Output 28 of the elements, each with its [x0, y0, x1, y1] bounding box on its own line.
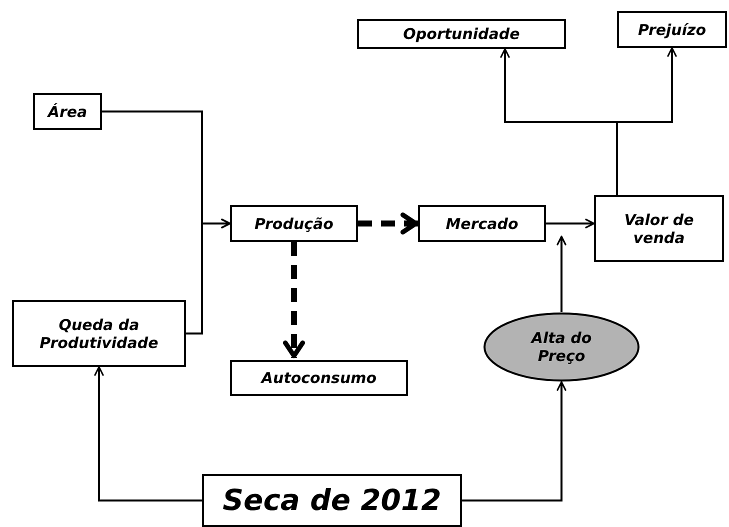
process-box — [357, 19, 566, 49]
node-label: Autoconsumo — [261, 369, 377, 387]
node-label: Prejuízo — [638, 20, 706, 38]
node-label: Mercado — [446, 214, 518, 232]
node-label: Alta do Preço — [530, 329, 593, 365]
process-box — [230, 360, 408, 396]
process-box — [418, 205, 546, 242]
node-label: Seca de 2012 — [222, 483, 442, 518]
ellipse-node — [483, 312, 640, 382]
process-box — [33, 93, 102, 130]
process-box — [230, 205, 358, 242]
arrow — [546, 218, 595, 228]
process-box — [617, 11, 727, 48]
arrow — [462, 381, 566, 502]
arrow — [282, 242, 306, 358]
arrow — [186, 218, 231, 334]
node-label: Valor de venda — [623, 210, 695, 246]
arrow — [616, 47, 677, 195]
node-label: Queda da Produtividade — [38, 316, 160, 352]
node-label: Área — [48, 102, 88, 120]
node-label: Produção — [254, 214, 334, 232]
node-label: Oportunidade — [403, 25, 520, 43]
arrow — [556, 236, 566, 312]
process-box — [12, 300, 186, 367]
process-box — [594, 195, 724, 262]
arrow — [94, 366, 202, 502]
process-box — [202, 474, 462, 527]
arrow — [358, 212, 418, 235]
